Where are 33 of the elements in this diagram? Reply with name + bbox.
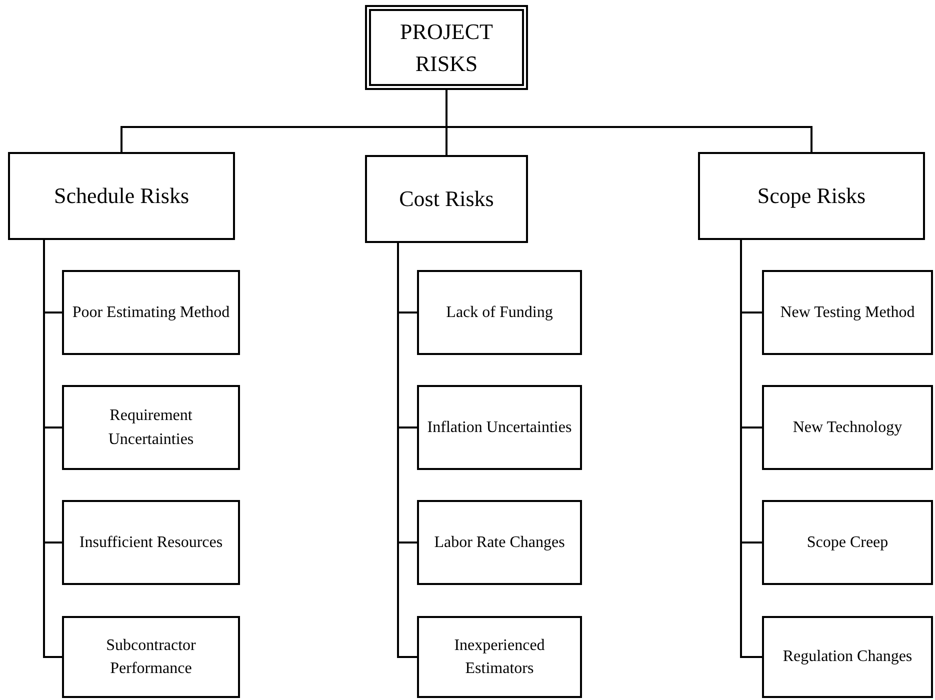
process-box [417, 616, 582, 698]
process-box [762, 500, 933, 585]
box-label: Labor Rate Changes [434, 532, 565, 553]
box-label: Poor Estimating Method [72, 302, 230, 323]
box-label: Scope Creep [806, 532, 888, 553]
box-label: New Testing Method [780, 302, 915, 323]
process-box [62, 385, 240, 470]
box-label: Regulation Changes [782, 647, 912, 668]
process-box [417, 500, 582, 585]
box-label: Requirement Uncertainties [107, 406, 195, 450]
box-label: New Technology [792, 418, 902, 438]
box-label: Scope Risks [757, 182, 866, 210]
box-label: Inflation Uncertainties [427, 418, 572, 438]
process-box [417, 385, 582, 470]
box-label: Subcontractor Performance [105, 636, 197, 679]
box-label: PROJECT RISKS [399, 18, 494, 78]
connector-line [446, 90, 812, 152]
process-box [8, 152, 235, 240]
process-box [365, 5, 528, 90]
box-label: Cost Risks [399, 185, 494, 214]
process-box [62, 500, 240, 585]
box-label: Lack of Funding [446, 302, 553, 323]
process-box [762, 385, 933, 470]
process-box [365, 155, 528, 243]
process-box [762, 616, 933, 698]
box-label: Inexperienced Estimators [453, 636, 546, 679]
process-box [62, 270, 240, 355]
process-box [762, 270, 933, 355]
process-box [62, 616, 240, 698]
process-box [417, 270, 582, 355]
box-label: Insufficient Resources [79, 532, 223, 553]
box-label: Schedule Risks [54, 182, 190, 210]
process-box [698, 152, 925, 240]
